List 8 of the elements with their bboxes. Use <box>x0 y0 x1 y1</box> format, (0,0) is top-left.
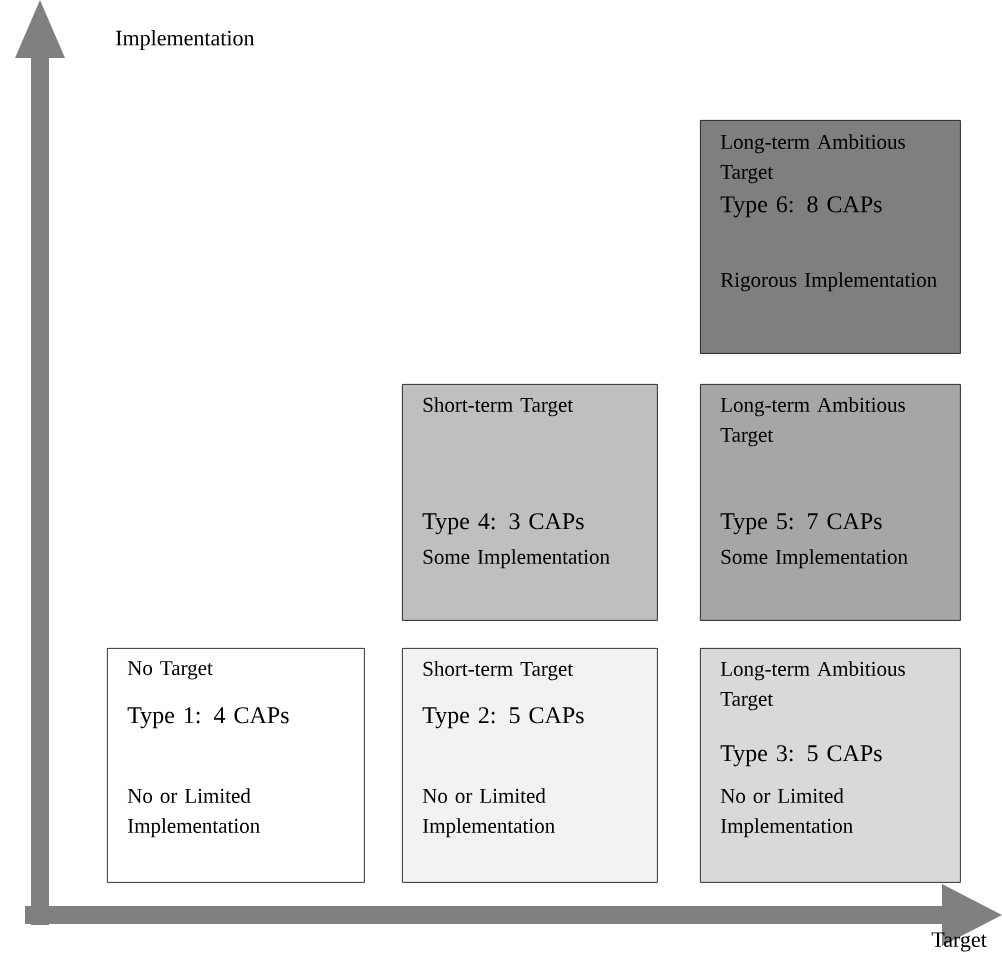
type-box: No Target Type 1: 4 CAPs No or Limited Implementation <box>107 648 365 883</box>
type-box: Short-term Target Type 2: 5 CAPs No or Limited Implementation <box>402 648 658 883</box>
type-box: Long-term Ambitious Target Type 6: 8 CAPs Rigorous Implementation <box>700 120 961 354</box>
type-box: Long-term Ambitious Target Type 5: 7 CAPs Some Implementation <box>700 384 961 621</box>
type-box: Short-term Target Type 4: 3 CAPs Some Implementation <box>402 384 658 621</box>
type-box: Long-term Ambitious Target Type 3: 5 CAPs No or Limited Implementation <box>700 648 961 883</box>
axis-label: Target <box>931 932 987 952</box>
axis-label: Implementation <box>116 30 255 50</box>
